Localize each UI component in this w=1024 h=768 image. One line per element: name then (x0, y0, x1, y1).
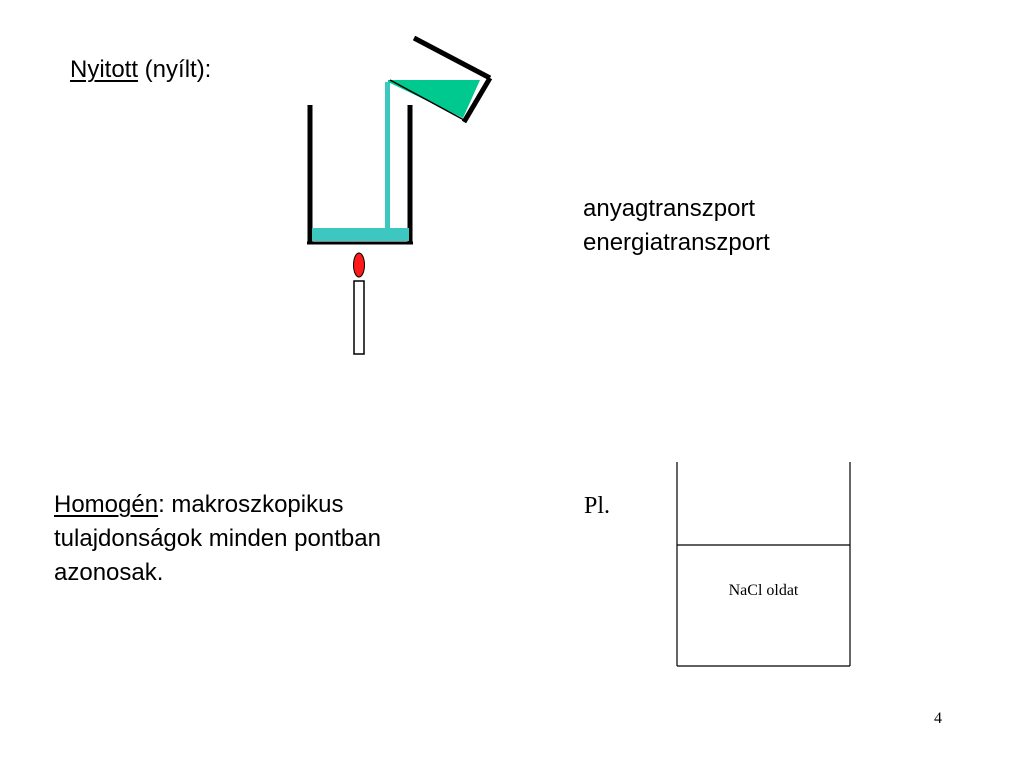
flame-icon (353, 252, 365, 278)
homogeneous-definition: Homogén: makroszkopikus tulajdonságok mi… (54, 488, 494, 590)
example-label: Pl. (584, 493, 611, 519)
poured-liquid (388, 80, 480, 118)
vessel-liquid (312, 228, 409, 241)
pouring-vessel-bottom-wall (461, 76, 493, 124)
candle-icon (353, 280, 365, 355)
open-system-heading: Nyitott (nyílt): (70, 54, 211, 86)
page-number: 4 (934, 710, 942, 727)
open-term-rest: (nyílt): (138, 56, 212, 83)
pouring-vessel-top-wall (412, 35, 492, 81)
open-term: Nyitott (70, 56, 139, 83)
homogen-term: Homogén (54, 491, 159, 518)
pouring-stream (385, 82, 390, 228)
nacl-solution-label: NaCl oldat (728, 582, 799, 599)
transport-item-matter: anyagtranszport (583, 195, 756, 222)
pouring-vessel-lip (389, 79, 465, 121)
transport-item-energy: energiatranszport (583, 229, 770, 256)
homogen-definition-text: : makroszkopikus tulajdonságok minden po… (54, 491, 381, 586)
transport-list: anyagtranszport energiatranszport (583, 192, 770, 260)
